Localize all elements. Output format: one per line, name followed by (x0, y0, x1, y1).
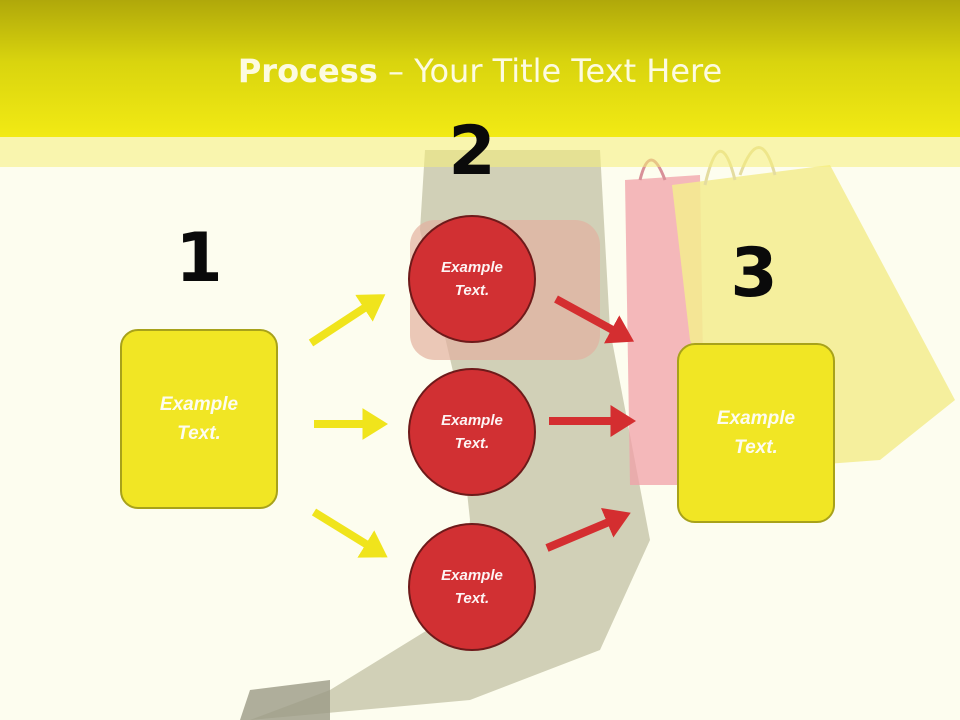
step-number-3: 3 (730, 234, 778, 313)
circle-middle-text-line2: Text. (454, 435, 490, 452)
title-bold: Process (237, 52, 378, 90)
title-bar (0, 0, 960, 137)
slide-title: Process – Your Title Text Here (0, 52, 960, 90)
arrow-1-to-bottom (311, 508, 388, 558)
circle-bottom-text-line2: Text. (454, 590, 490, 607)
step-2-circle-top: Example Text. (408, 215, 536, 343)
step-1-box: Example Text. (120, 329, 278, 509)
step-3-text-line1: Example (716, 408, 796, 429)
step-1-text-line2: Text. (177, 423, 221, 444)
step-2-circle-middle: Example Text. (408, 368, 536, 496)
circle-middle-text-line1: Example (441, 412, 503, 429)
step-number-1: 1 (175, 219, 223, 298)
step-1-text-line1: Example (159, 394, 239, 415)
circle-top-text-line2: Text. (454, 282, 490, 299)
circle-bottom-text-line1: Example (441, 567, 503, 584)
step-3-text-line2: Text. (734, 437, 778, 458)
arrow-bottom-to-3 (545, 507, 631, 552)
arrow-1-to-top (308, 294, 386, 347)
step-3-box: Example Text. (677, 343, 835, 523)
title-rest: – Your Title Text Here (377, 52, 723, 90)
arrow-top-to-3 (554, 295, 635, 344)
step-2-circle-bottom: Example Text. (408, 523, 536, 651)
title-band (0, 137, 960, 167)
step-number-2: 2 (448, 112, 496, 191)
circle-top-text-line1: Example (441, 259, 503, 276)
